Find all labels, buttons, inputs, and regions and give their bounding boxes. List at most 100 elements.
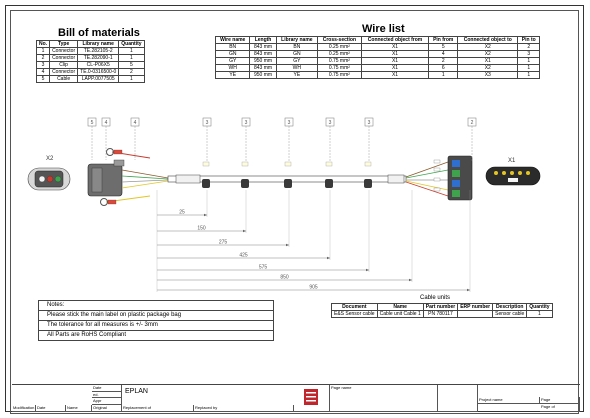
table-cell: Cable unit Cable 1 [376,310,424,318]
tb-date: Date [92,385,122,392]
notes-title: Notes: [39,301,273,311]
balloon-number: 2 [471,120,474,126]
balloon-box [101,117,111,127]
connector-x1-label: X1 [508,158,516,164]
connector-x1-pin [526,171,530,175]
balloon-number: 3 [329,120,332,126]
cable-sleeve-left [175,174,201,184]
wire-right-4 [405,180,449,191]
table-cell: X3 [457,71,519,79]
tb-logo-cell [294,385,330,412]
connector-x1-pin [502,171,506,175]
balloon-box [241,117,251,127]
dimension-arrow [467,288,470,292]
note-line: The tolerance for all measures is +/- 3m… [39,321,273,331]
wire-right-2 [405,169,449,179]
housing-right-cell [452,160,460,167]
app-name: EPLAN [125,388,148,395]
dimension-value: 25 [179,210,185,216]
dimension-value: 425 [239,253,248,259]
wire-left-3 [121,179,169,183]
ferrule [433,177,441,182]
balloon-box [202,117,212,127]
note-line: All Parts are RoHS Compliant [47,332,127,338]
dimension-value: 850 [280,275,289,281]
dimension-arrow [327,256,330,260]
connector-x1-pin [494,171,498,175]
wire-right-1 [405,161,449,178]
connector-x1-body [485,166,541,186]
ring-terminal-bottom [100,198,108,206]
balloon-number: 3 [368,120,371,126]
balloon-box [130,117,140,127]
connector-x1-pin [510,171,514,175]
column-header: Part number [422,303,459,311]
tb-page-name: Page name [330,385,438,412]
notes-box: Notes: Please stick the main label on pl… [38,300,274,341]
housing-right-cell [452,180,460,187]
label-tab [284,161,292,167]
wire-list-title: Wire list [362,23,405,35]
table-cell: Sensor cable [492,310,528,318]
drawing-frame [10,10,579,414]
tb-replaced-by: Replaced by [194,405,294,412]
dimension-value: 905 [309,285,318,291]
ring-terminal-top [106,148,114,156]
column-header: Name [376,303,424,311]
bom-title: Bill of materials [58,27,140,39]
tb-date-col: Date [36,405,66,412]
connector-x2-label: X2 [46,156,54,162]
dimension-value: 275 [219,240,228,246]
table-cell: E&S Sensor cable [331,310,378,318]
wire-left-4 [121,180,169,189]
balloon-number: 4 [105,120,108,126]
tb-modification: Modification [12,405,36,412]
cable-clip [202,179,210,188]
cable-clip [325,179,333,188]
table-cell: YE [214,71,251,79]
tb-project-name: Project name [478,397,540,404]
dimension-lines: 25 150 275 425 575 850 905 [156,190,471,292]
note-line: Please stick the main label on plastic p… [39,311,273,321]
column-header: Quantity [526,303,553,311]
label-tab [364,161,372,167]
label-tab [241,161,249,167]
balloon-number: 3 [288,120,291,126]
balloon-number: 3 [245,120,248,126]
housing-right-cell [452,190,460,197]
column-header: Document [331,303,378,311]
cable-units-title: Cable units [420,295,451,301]
ferrule [433,159,441,164]
tb-spacer [438,385,478,412]
table-cell [457,310,494,318]
connector-x2-pin-3 [54,175,62,183]
dimension-value: 575 [259,265,268,271]
ring-terminal-top-sleeve [113,149,123,155]
wire-left-1 [121,169,169,179]
wire-left-2 [121,175,169,180]
dimension-value: 150 [197,226,206,232]
tb-name-col: Name [66,405,92,412]
cable-clip [284,179,292,188]
balloon-box [325,117,335,127]
column-header: ERP number [457,303,494,311]
table-cell: PN 780117 [422,310,459,318]
ferrule [433,167,441,172]
dimension-arrow [409,278,412,282]
tb-replacement-of: Replacement of [122,405,194,412]
balloon-box [364,117,374,127]
table-cell: X1 [360,71,430,79]
tb-page-of: Page of [540,404,580,412]
balloon-box [467,117,477,127]
connector-x1-key [508,178,518,182]
label-tab [325,161,333,167]
